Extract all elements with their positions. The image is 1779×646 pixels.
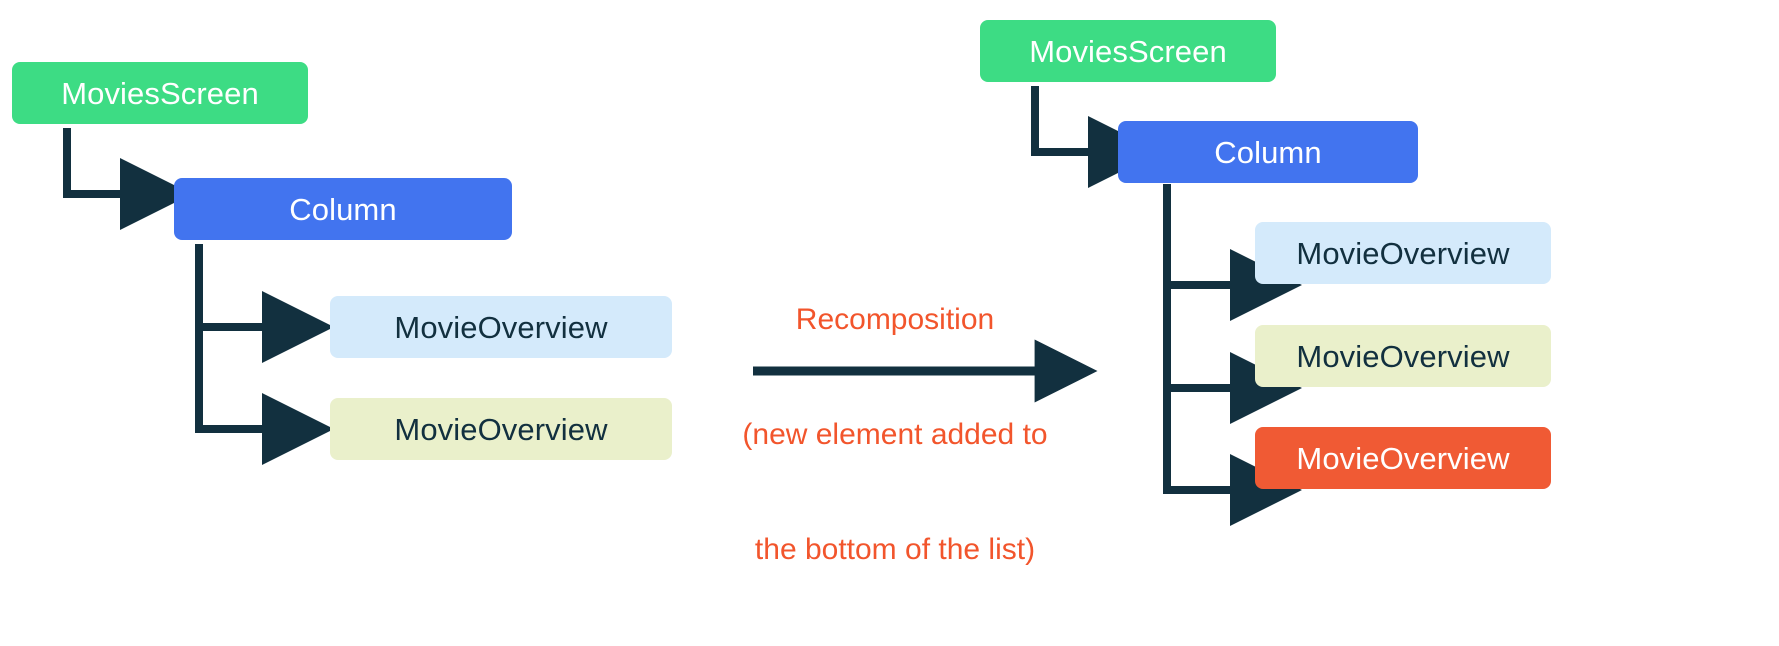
after-node-movie-overview-2-label: MovieOverview [1296,338,1510,374]
before-node-movies-screen-label: MoviesScreen [61,75,259,111]
after-node-movie-overview-3[interactable]: MovieOverview [1255,427,1551,489]
after-node-movies-screen[interactable]: MoviesScreen [980,20,1276,82]
recomposition-caption-line-3: the bottom of the list) [754,533,1036,567]
before-node-movie-overview-1-label: MovieOverview [394,309,608,345]
before-node-movies-screen[interactable]: MoviesScreen [12,62,308,124]
after-node-movie-overview-1[interactable]: MovieOverview [1255,222,1551,284]
recomposition-caption-line-2: (new element added to [742,417,1048,451]
after-node-column-label: Column [1214,134,1322,170]
right-edge-column-to-children [1163,184,1302,526]
diagram-canvas: MoviesScreen Column MovieOverview MovieO… [12,20,1551,567]
before-node-movie-overview-1[interactable]: MovieOverview [330,296,672,358]
before-node-movie-overview-2[interactable]: MovieOverview [330,398,672,460]
left-edge-column-to-children [195,244,334,465]
right-edge-screen-to-column [1031,86,1160,188]
left-edge-screen-to-column [63,128,192,230]
recomposition-caption-line-1: Recomposition [795,302,995,336]
after-node-column[interactable]: Column [1118,121,1418,183]
after-node-movie-overview-1-label: MovieOverview [1296,235,1510,271]
after-node-movies-screen-label: MoviesScreen [1029,33,1227,69]
recomposition-caption: Recomposition (new element added to the … [680,224,1110,646]
after-node-movie-overview-3-label: MovieOverview [1296,440,1510,476]
before-node-column[interactable]: Column [174,178,512,240]
before-node-movie-overview-2-label: MovieOverview [394,411,608,447]
after-node-movie-overview-2[interactable]: MovieOverview [1255,325,1551,387]
before-node-column-label: Column [289,191,397,227]
